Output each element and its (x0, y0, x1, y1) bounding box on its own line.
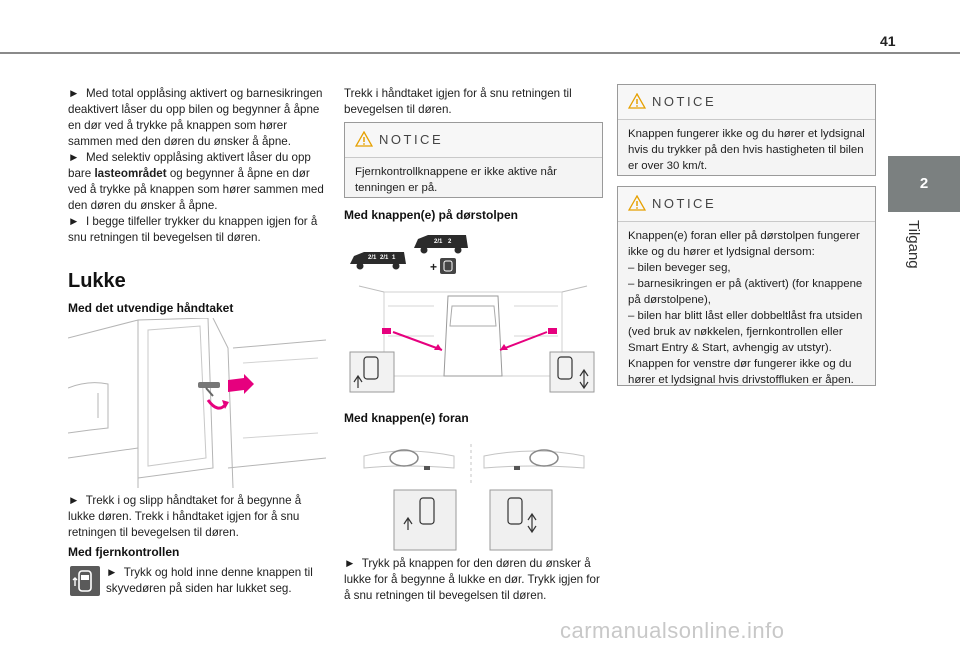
notice-text: Knappen fungerer ikke og du hører et lyd… (628, 128, 865, 172)
pillar-button-right (548, 328, 557, 334)
col1-intro: ► Med total opplåsing aktivert og barnes… (68, 86, 326, 246)
chapter-title: Tilgang (905, 220, 922, 269)
pillar-button-left (382, 328, 391, 334)
van-long-icon (350, 252, 406, 270)
handle-instruction: ► Trekk i og slipp håndtaket for å begyn… (68, 494, 302, 539)
pillar-option-icon (440, 258, 456, 274)
intro-paragraph-2: ► Med selektiv opplåsing aktivert låser … (68, 151, 324, 212)
header-rule (0, 52, 960, 54)
chapter-tab[interactable]: 2 (888, 156, 960, 212)
svg-text:1: 1 (392, 255, 396, 261)
warning-triangle-icon (628, 195, 646, 211)
notice-line: – barnesikringen er på (aktivert) (for k… (628, 278, 863, 306)
figure-door-handle (67, 317, 327, 489)
svg-text:2/1: 2/1 (434, 239, 443, 245)
figure-front-buttons (344, 436, 602, 554)
bullet-arrow-icon: ► (344, 557, 356, 570)
subheading-handle: Med det utvendige håndtaket (68, 301, 234, 315)
subheading-pillar: Med knappen(e) på dørstolpen (344, 208, 519, 222)
notice-title: NOTICE (379, 132, 444, 147)
remote-instruction: ► Trykk og hold inne denne knappen til s… (106, 566, 313, 595)
svg-text:2/1: 2/1 (368, 255, 377, 261)
intro-paragraph-1: ► Med total opplåsing aktivert og barnes… (68, 87, 323, 148)
plus-sign: + (430, 260, 437, 274)
notice-title: NOTICE (652, 196, 717, 211)
bullet-arrow-icon: ► (68, 494, 80, 507)
warning-triangle-icon (628, 93, 646, 109)
bullet-arrow-icon: ► (68, 215, 80, 228)
bullet-arrow-icon: ► (68, 151, 80, 164)
remote-sliding-door-button-icon (70, 566, 100, 596)
bullet-arrow-icon: ► (68, 87, 80, 100)
notice-line: – bilen har blitt låst eller dobbeltlåst… (628, 310, 863, 354)
notice-text: Knappen(e) foran eller på dørstolpen fun… (618, 222, 875, 394)
col2-intro: Trekk i håndtaket igjen for å snu retnin… (344, 87, 572, 116)
notice-box-remote: NOTICE Fjernkontrollknappene er ikke akt… (344, 122, 603, 198)
subheading-front: Med knappen(e) foran (344, 411, 469, 425)
notice-box-speed: NOTICE Knappen fungerer ikke og du hører… (617, 84, 876, 176)
bullet-arrow-icon: ► (106, 566, 118, 579)
notice-text: Fjernkontrollknappene er ikke aktive når… (355, 166, 557, 194)
front-instruction: ► Trykk på knappen for den døren du ønsk… (344, 557, 600, 602)
svg-text:2: 2 (448, 239, 452, 245)
notice-line: – bilen beveger seg, (628, 262, 731, 274)
notice-line: Knappen for venstre dør fungerer ikke og… (628, 358, 854, 386)
van-short-icon (414, 235, 468, 254)
warning-triangle-icon (355, 131, 373, 147)
watermark: carmanualsonline.info (560, 618, 785, 643)
notice-box-conditions: NOTICE Knappen(e) foran eller på dørstol… (617, 186, 876, 386)
subheading-remote: Med fjernkontrollen (68, 545, 180, 559)
svg-text:2/1: 2/1 (380, 255, 389, 261)
notice-line: Knappen(e) foran eller på dørstolpen fun… (628, 230, 860, 258)
intro-paragraph-3: ► I begge tilfeller trykker du knappen i… (68, 215, 318, 244)
page-number: 41 (880, 33, 896, 49)
notice-title: NOTICE (652, 94, 717, 109)
section-heading-lukke: Lukke (68, 270, 126, 292)
